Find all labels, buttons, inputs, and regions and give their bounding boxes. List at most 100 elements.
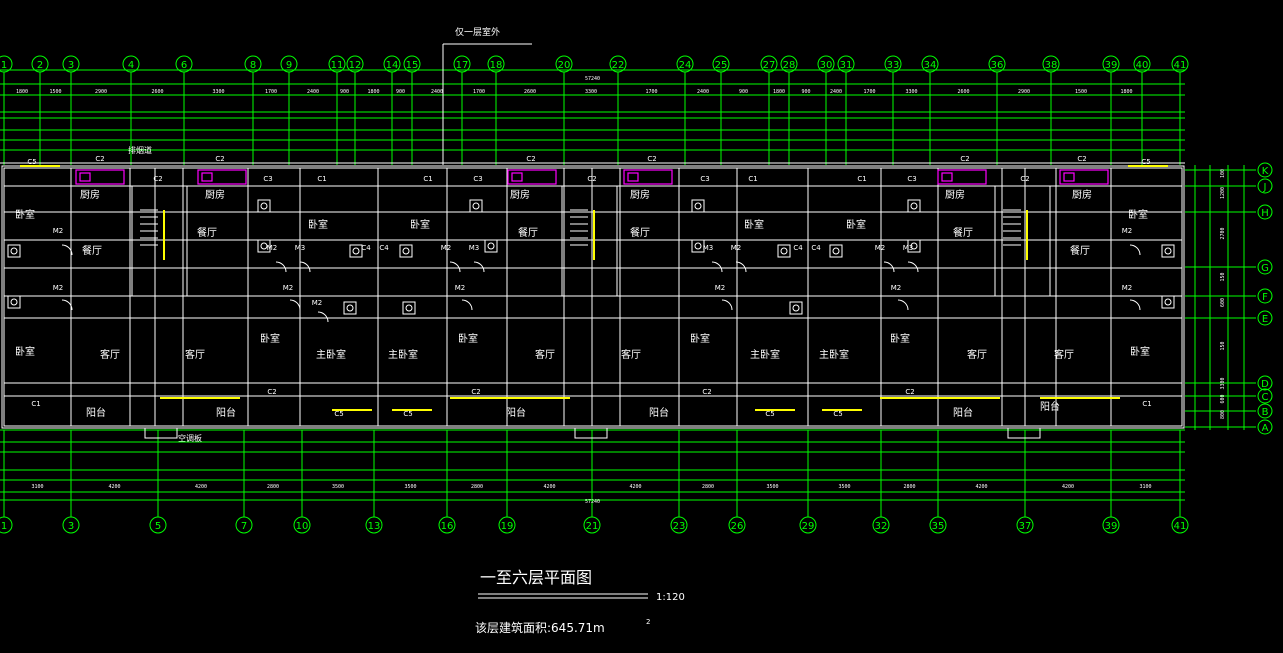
bottom-dimension: 3100 [32, 484, 44, 490]
fixture-bowl [10, 298, 18, 306]
top-axis-bubble [1042, 55, 1060, 73]
opening-code: C5 [403, 410, 412, 418]
bottom-axis-label: 1 [1, 521, 7, 532]
top-axis-label: 40 [1136, 60, 1149, 71]
opening-code: C2 [1077, 155, 1086, 163]
door-swing [897, 299, 909, 311]
bottom-dimension: 2800 [267, 484, 279, 490]
bottom-axis-bubble [235, 516, 253, 534]
room-label: 主卧室 [750, 348, 780, 361]
top-total-dimension: 57240 [585, 76, 600, 82]
outer-wall [1, 165, 1185, 429]
right-dimension: 150 [1220, 272, 1226, 281]
right-axis-bubble [1257, 259, 1273, 275]
right-axis-label: J [1263, 182, 1267, 193]
sink [511, 172, 523, 182]
room-label: 客厅 [621, 348, 641, 361]
sink [1063, 172, 1075, 182]
bottom-axis-bubble [583, 516, 601, 534]
top-dimension: 1500 [50, 89, 62, 95]
top-dimension: 900 [340, 89, 349, 95]
top-axis-label: 20 [558, 60, 571, 71]
opening-code: M2 [1122, 284, 1133, 292]
bottom-axis-bubble [1016, 516, 1034, 534]
opening-code: C2 [905, 388, 914, 396]
door-swing [275, 261, 287, 273]
right-axis-label: E [1262, 314, 1268, 325]
door-swing [289, 299, 301, 311]
plan-walls [0, 162, 1185, 439]
fixture [484, 239, 498, 253]
right-axis-bubble [1257, 375, 1273, 391]
top-axis-label: 33 [887, 60, 900, 71]
top-axis-bubble [62, 55, 80, 73]
fixture-bowl [694, 242, 702, 250]
top-axis-label: 11 [331, 60, 344, 71]
opening-code: C4 [379, 244, 389, 252]
bottom-axis-label: 41 [1174, 521, 1187, 532]
top-axis-bubble [817, 55, 835, 73]
door-swing [907, 261, 919, 273]
top-axis-bubble [244, 55, 262, 73]
top-axis-bubble [0, 55, 13, 73]
door-swing [1129, 244, 1141, 256]
top-axis-bubble [175, 55, 193, 73]
top-axis-bubble [780, 55, 798, 73]
top-dimension: 1500 [1075, 89, 1087, 95]
top-dimension: 2600 [958, 89, 970, 95]
fixture [257, 239, 271, 253]
top-axis-label: 1 [1, 60, 7, 71]
drawing-scale: 1:120 [656, 592, 685, 603]
top-dimension: 3300 [585, 89, 597, 95]
top-dimension: 2900 [1018, 89, 1030, 95]
kitchen-cabinet [75, 169, 125, 185]
top-dimension: 1800 [16, 89, 28, 95]
opening-code: C1 [748, 175, 757, 183]
right-axis-label: G [1261, 263, 1269, 274]
right-axis-bubble [1257, 419, 1273, 435]
top-axis-label: 34 [924, 60, 937, 71]
drawing-title: 一至六层平面图 [480, 568, 592, 587]
room-label: 卧室 [458, 332, 478, 345]
fixture-bowl [487, 242, 495, 250]
door-swing [461, 299, 473, 311]
door-swing [61, 299, 73, 311]
room-label: 主卧室 [316, 348, 346, 361]
top-axis-bubble [403, 55, 421, 73]
fixture-bowl [780, 247, 788, 255]
door-swing [735, 261, 747, 273]
right-axis-bubble [1257, 288, 1273, 304]
opening-code: C2 [647, 155, 656, 163]
right-dimension: 3300 [1220, 377, 1226, 389]
room-label: 卧室 [690, 332, 710, 345]
top-axis-bubble [346, 55, 364, 73]
top-axis-label: 22 [612, 60, 625, 71]
fixture-bowl [472, 202, 480, 210]
fixture-bowl [402, 247, 410, 255]
top-dimension: 1700 [646, 89, 658, 95]
bottom-axis-label: 16 [441, 521, 454, 532]
top-dimension: 3300 [213, 89, 225, 95]
floor-area: 该层建筑面积:645.71m [475, 620, 605, 635]
right-axis-bubble [1257, 403, 1273, 419]
bottom-axis-label: 37 [1019, 521, 1032, 532]
fixture-bowl [10, 247, 18, 255]
opening-code: C5 [27, 158, 36, 166]
fixture [7, 295, 21, 309]
fixture [469, 199, 483, 213]
room-label: 厨房 [945, 188, 965, 201]
top-axis-bubble [1102, 55, 1120, 73]
top-axis-bubble [1171, 55, 1189, 73]
bottom-dimension: 2800 [702, 484, 714, 490]
opening-code: C3 [473, 175, 482, 183]
bottom-axis-bubble [929, 516, 947, 534]
top-axis-bubble [712, 55, 730, 73]
fixture [829, 244, 843, 258]
opening-code: C1 [857, 175, 866, 183]
bottom-axis-label: 32 [875, 521, 888, 532]
ac-platform [1007, 427, 1041, 439]
right-axis-bubble [1257, 162, 1273, 178]
door-swing [721, 299, 733, 311]
sink [201, 172, 213, 182]
